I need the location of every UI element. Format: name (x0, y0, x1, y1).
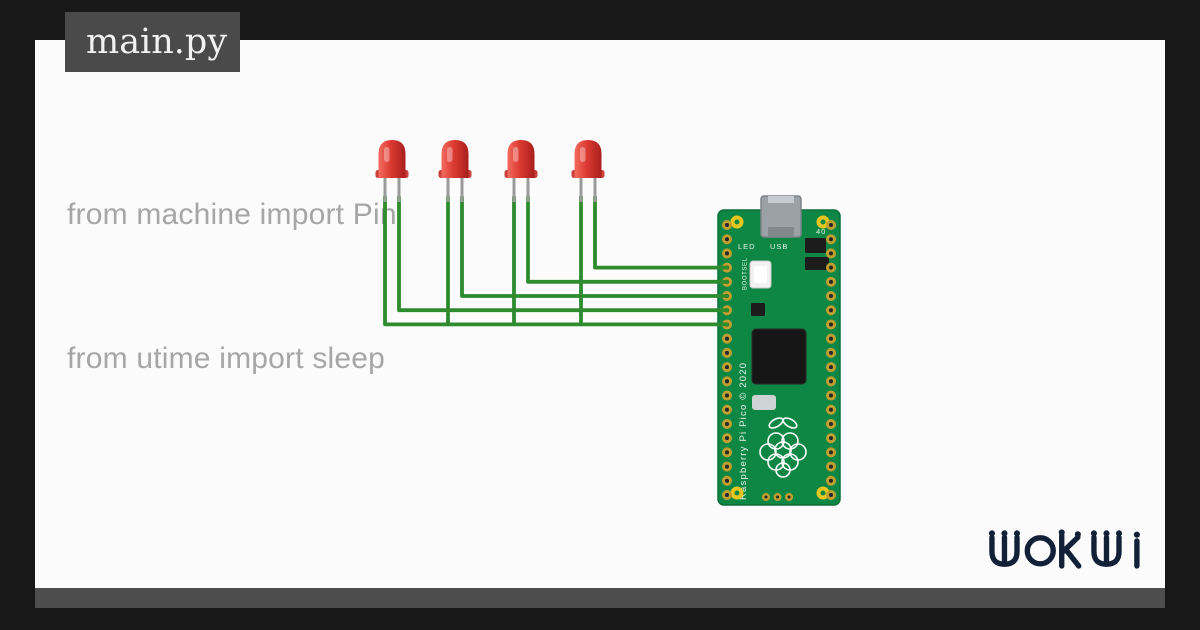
led2[interactable] (438, 140, 472, 202)
wire-led1-signal (397, 195, 729, 313)
pico-board[interactable]: LED USB 40 BOOTSEL Raspberry Pi Pico © 2… (717, 195, 841, 506)
code-line-2: from utime import sleep (67, 342, 386, 375)
mounting-hole-tl (730, 215, 744, 229)
bottom-bar (35, 588, 1165, 608)
logo-letter-o (1024, 535, 1056, 567)
wire-ground-bus (383, 195, 729, 327)
usb-connector (760, 195, 802, 238)
board-silkscreen-text: Raspberry Pi Pico © 2020 (738, 362, 749, 500)
wire-led3-signal (526, 195, 729, 284)
pin-number-top-right: 40 (816, 227, 826, 236)
code-block: from machine import Pin from utime impor… (67, 95, 652, 630)
wires (383, 195, 729, 327)
tab-filename: main.py (86, 22, 228, 62)
mounting-hole-bl (730, 486, 744, 500)
tab-main-py[interactable]: main.py (65, 12, 240, 72)
crystal (752, 395, 776, 410)
wire-led2-signal (460, 195, 729, 298)
rp2040-chip (751, 328, 807, 385)
onboard-led-label: LED (738, 242, 756, 251)
raspberry-logo (759, 417, 807, 478)
logo-letter-k-down (1063, 546, 1082, 569)
usb-label: USB (770, 242, 788, 251)
editor-card (35, 40, 1165, 588)
bootsel-label: BOOTSEL (743, 257, 749, 290)
bootsel-button[interactable] (749, 260, 772, 289)
led3[interactable] (504, 140, 538, 202)
small-chip (751, 303, 765, 316)
regulator-chip (805, 257, 829, 270)
code-line-1: from machine import Pin (67, 198, 397, 231)
flash-chip (805, 238, 826, 253)
wokwi-logo (988, 529, 1140, 569)
wire-led4-signal (593, 195, 729, 270)
led4[interactable] (571, 140, 605, 202)
led1[interactable] (375, 140, 409, 202)
logo-dots (988, 529, 1140, 538)
